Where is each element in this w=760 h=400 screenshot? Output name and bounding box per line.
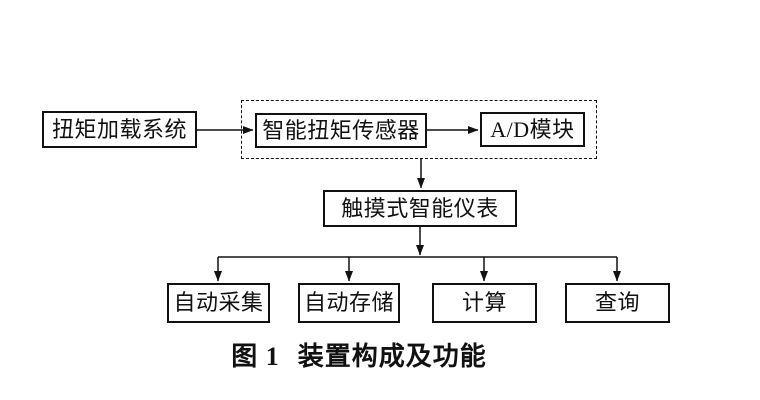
node-smart-torque-sensor: 智能扭矩传感器 <box>255 113 427 148</box>
figure-caption: 图 1 装置构成及功能 <box>0 336 718 373</box>
node-compute: 计算 <box>432 283 537 323</box>
node-label: 自动采集 <box>173 290 264 315</box>
figure-caption-title: 装置构成及功能 <box>297 342 487 371</box>
node-label: 智能扭矩传感器 <box>262 117 420 143</box>
node-label: 扭矩加载系统 <box>51 116 187 142</box>
node-label: 触摸式智能仪表 <box>341 195 499 221</box>
node-touch-smart-instrument: 触摸式智能仪表 <box>323 190 517 227</box>
sensor-group-dashed-box <box>241 100 597 159</box>
node-label: 计算 <box>461 290 507 315</box>
node-auto-store: 自动存储 <box>298 283 400 323</box>
node-torque-loading-system: 扭矩加载系统 <box>42 111 197 148</box>
node-query: 查询 <box>565 283 670 323</box>
node-label: 自动存储 <box>303 290 394 315</box>
node-ad-module: A/D模块 <box>480 112 585 147</box>
node-auto-collect: 自动采集 <box>167 283 270 323</box>
figure-caption-number: 图 1 <box>231 342 280 371</box>
node-label: 查询 <box>594 290 640 315</box>
node-label: A/D模块 <box>490 116 575 142</box>
